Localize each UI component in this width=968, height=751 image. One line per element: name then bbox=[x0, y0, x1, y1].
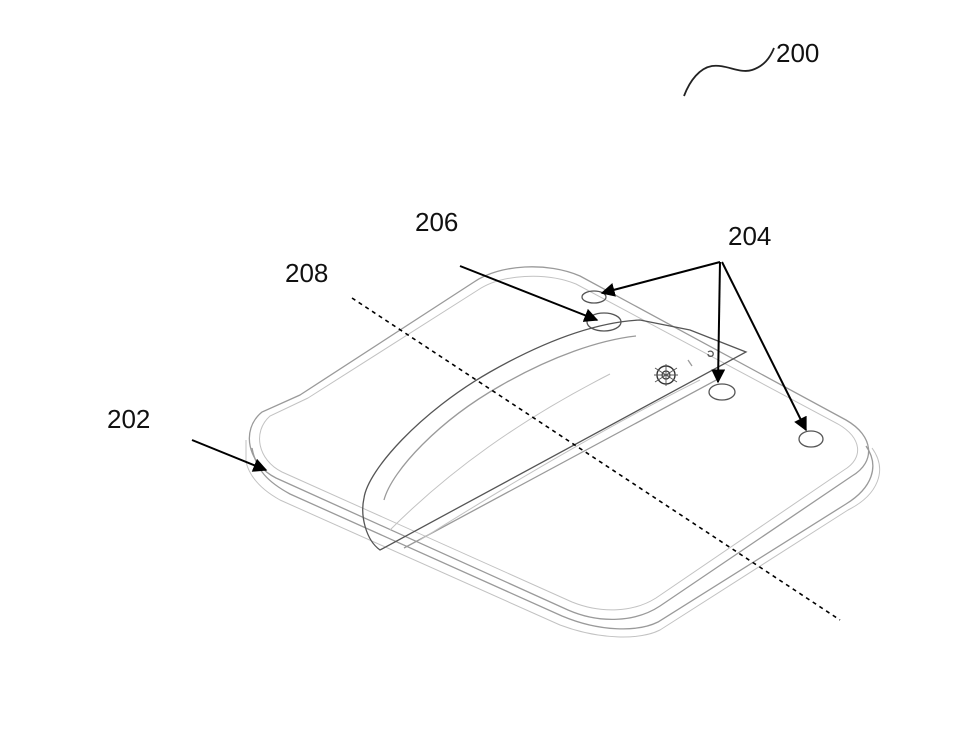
features-arrow-2 bbox=[711, 261, 726, 384]
device-ridge-crease-2 bbox=[389, 373, 611, 531]
small-tick bbox=[687, 359, 693, 367]
feature-port-right bbox=[798, 430, 824, 448]
features-arrow-3 bbox=[721, 261, 807, 432]
feature-port-top bbox=[581, 290, 607, 304]
section-line bbox=[351, 297, 841, 621]
figure-ref-label: 200 bbox=[776, 38, 819, 68]
device-top-inner bbox=[259, 275, 859, 611]
device-body bbox=[245, 266, 881, 638]
center-feature-label: 206 bbox=[415, 207, 458, 237]
device-ridge-inner bbox=[383, 335, 637, 501]
device-body-label: 202 bbox=[107, 404, 150, 434]
device-top-surface bbox=[248, 266, 870, 620]
figure-ref-squiggle bbox=[683, 47, 775, 97]
center-feature-arrow bbox=[459, 265, 599, 322]
device-base-edge bbox=[245, 440, 881, 638]
device-ridge-crease-3 bbox=[419, 379, 701, 541]
gear-icon bbox=[654, 364, 678, 386]
device-ridge-crease bbox=[403, 377, 721, 549]
small-indicator bbox=[707, 350, 714, 358]
feature-port-mid bbox=[708, 383, 736, 401]
device-bottom-rim bbox=[251, 445, 874, 630]
section-line-label: 208 bbox=[285, 258, 328, 288]
device-ridge-outer bbox=[362, 319, 748, 551]
features-label: 204 bbox=[728, 221, 771, 251]
features-arrow-1 bbox=[600, 261, 721, 297]
center-feature-port bbox=[586, 312, 622, 332]
device-body-arrow bbox=[191, 439, 268, 472]
